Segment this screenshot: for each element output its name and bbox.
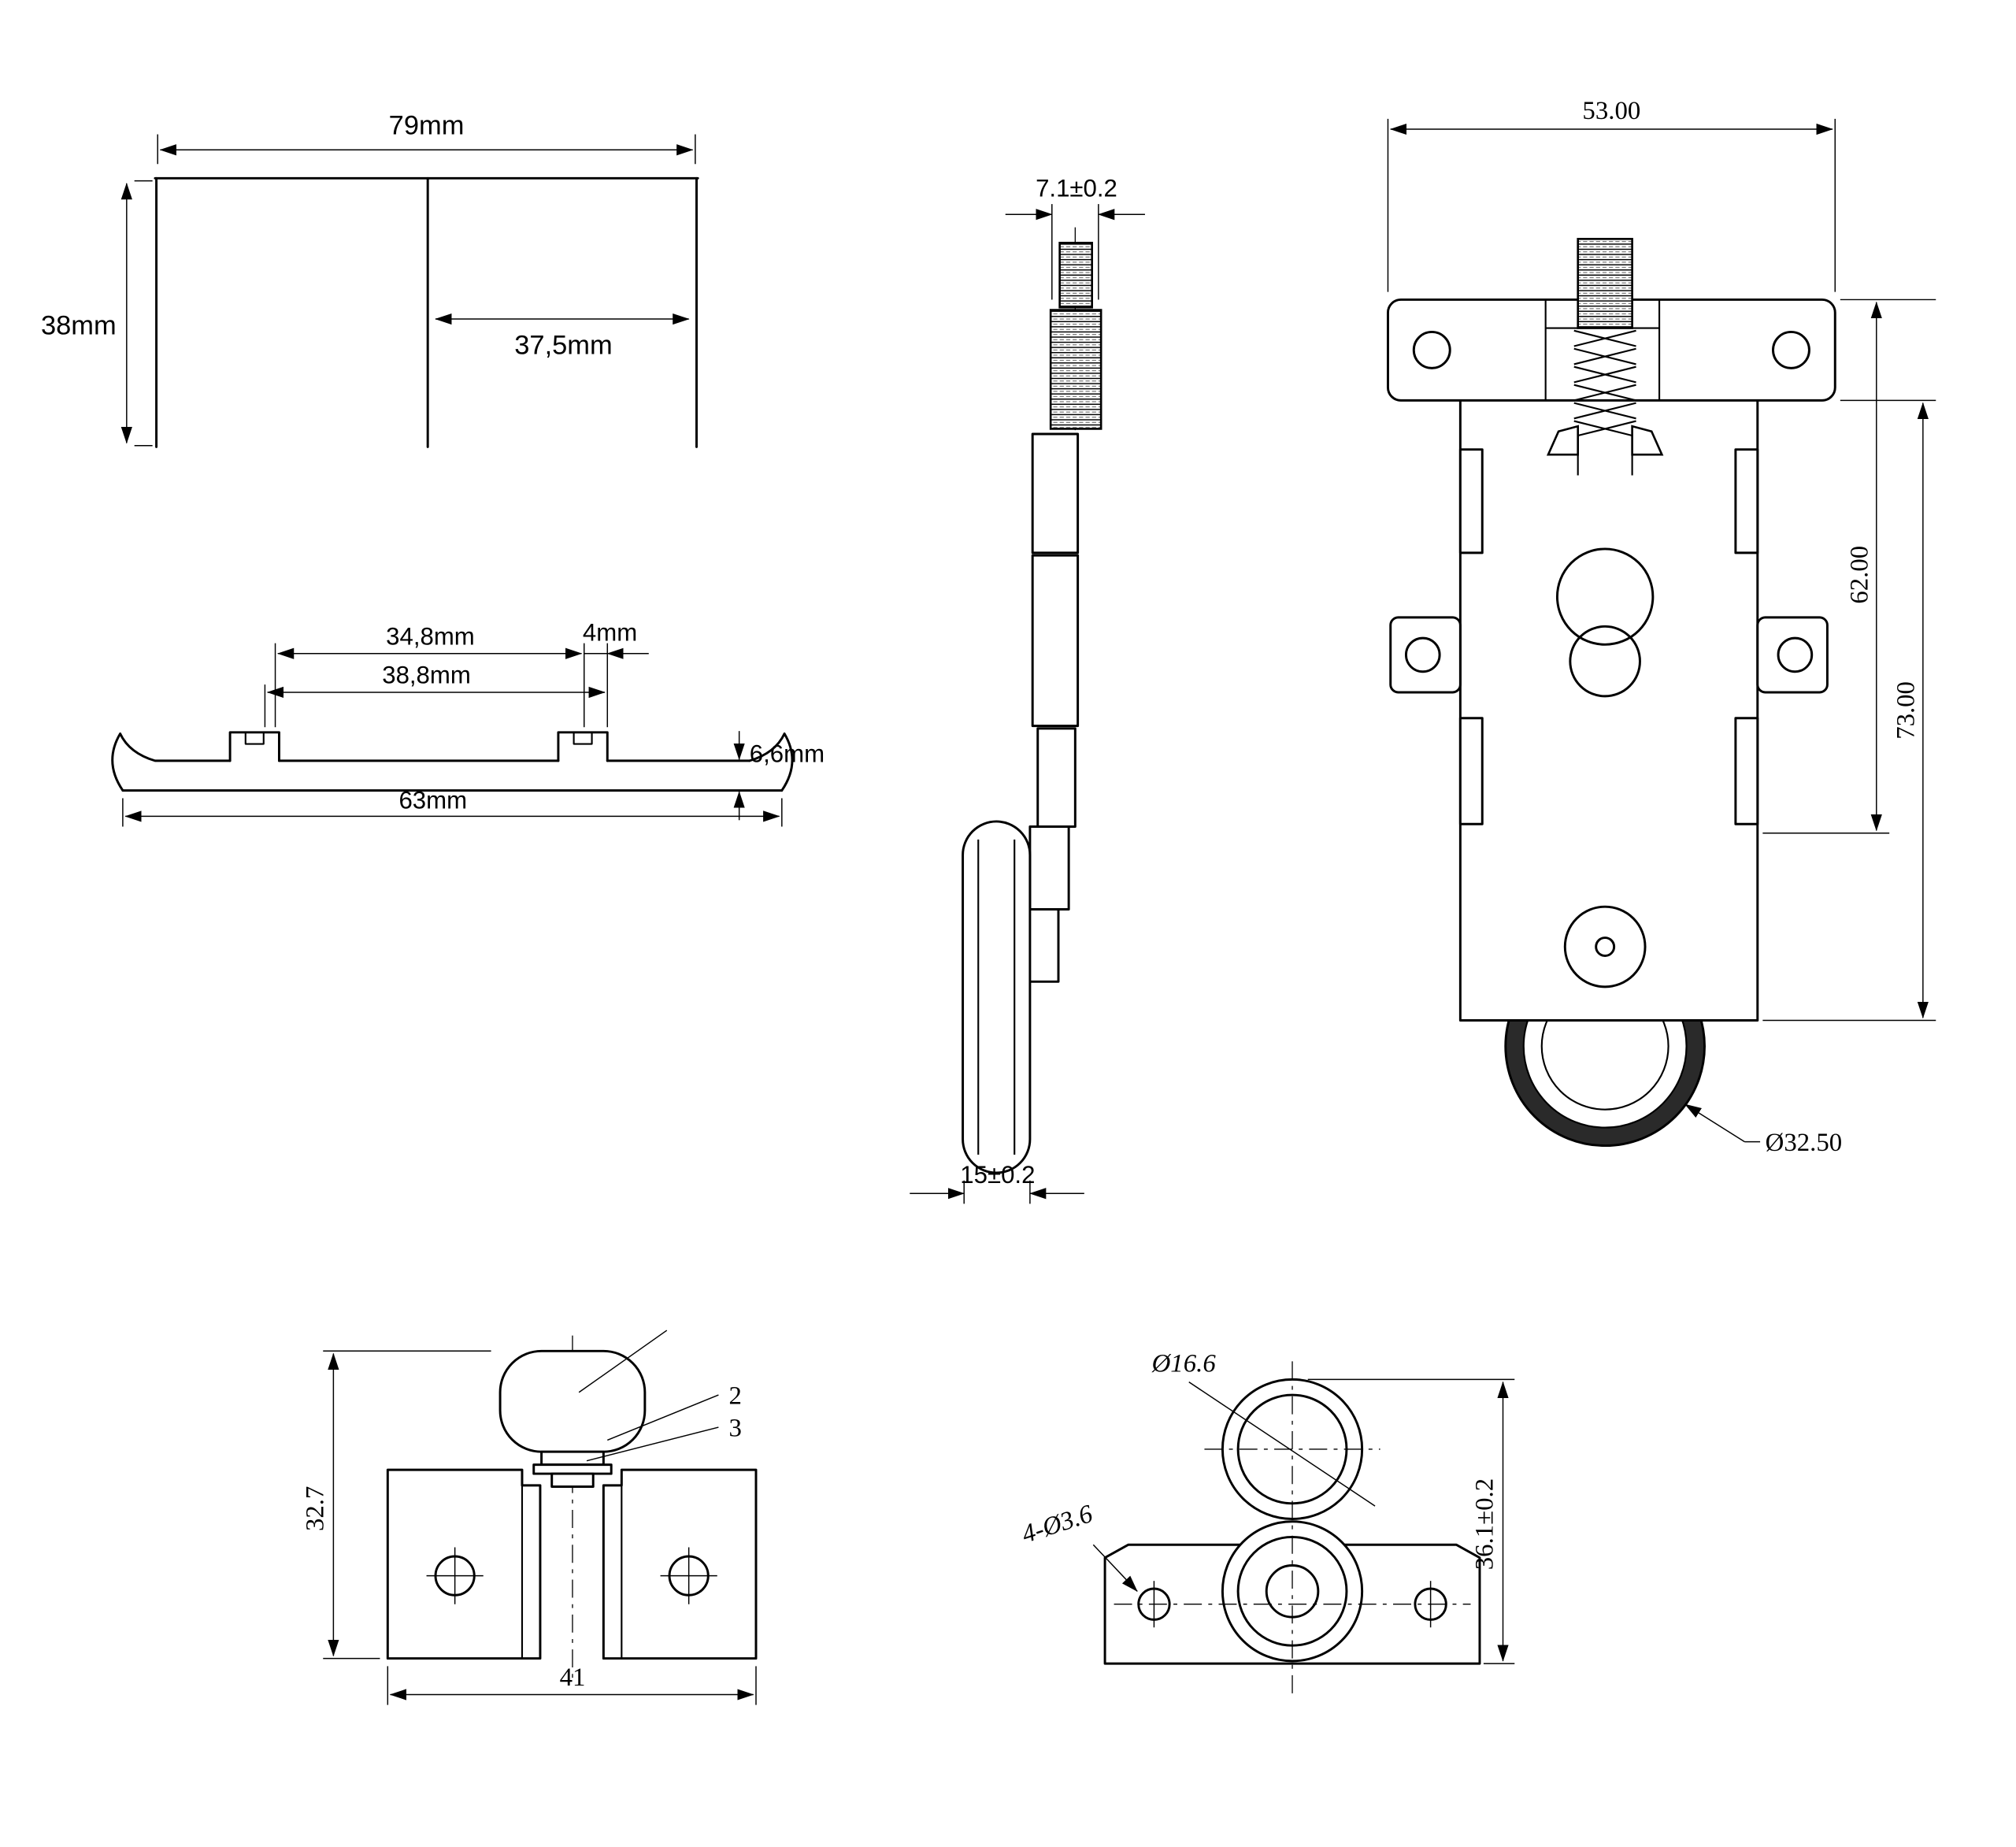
threaded-body (1049, 309, 1102, 430)
threaded-stud (1058, 241, 1093, 309)
bottom-guide-drawing: 2 3 32.7 41 (301, 1330, 758, 1705)
u-profile-outline (154, 176, 699, 448)
guide-width-label: 41 (560, 1663, 586, 1692)
bracket-foot (1028, 825, 1070, 911)
bracket-plate-mid (1031, 554, 1080, 728)
guide-callout-3-label: 3 (729, 1415, 742, 1443)
bottom-track-height-dimension: 6,6mm (733, 731, 825, 821)
nut-left (1546, 425, 1580, 456)
roller-side-wheel-label: 15±0.2 (960, 1161, 1035, 1189)
u-profile-width-label: 79mm (389, 111, 465, 141)
wheel-diameter-label: Ø32.50 (1766, 1129, 1843, 1157)
body-slots (1458, 448, 1759, 825)
bottom-track-outline (111, 731, 794, 792)
u-profile-inner-label: 37,5mm (514, 330, 612, 360)
bottom-track-rail-width-label: 4mm (583, 618, 637, 646)
guide-wheel (498, 1349, 647, 1453)
u-profile-drawing: 79mm 38mm 37,5mm (41, 111, 699, 448)
axle (1563, 905, 1647, 988)
bottom-track-slot-span-dimension: 38,8mm (264, 661, 606, 728)
bracket-plate-lower (1036, 727, 1077, 828)
bottom-track-total-width-dimension: 63mm (122, 787, 783, 827)
guide-width-dimension: 41 (387, 1663, 757, 1705)
front-height-dimensions: 62.00 73.00 (1762, 299, 1936, 1022)
guide-height-label: 32.7 (301, 1486, 329, 1531)
wheel-diameter-callout: Ø32.50 (1684, 1103, 1843, 1157)
double-roller-screw-holes (1137, 1581, 1447, 1628)
roller-side-stud-dimension: 7.1±0.2 (1005, 174, 1145, 300)
tab-hole-left (1404, 636, 1441, 673)
bottom-track-drawing: 34,8mm 4mm 38,8mm 6,6mm 63mm (111, 618, 825, 827)
roller-side-stud-label: 7.1±0.2 (1036, 174, 1117, 202)
u-profile-width-dimension: 79mm (157, 111, 696, 165)
keyhole-slot (1555, 547, 1655, 698)
plate-hole-right (1772, 330, 1810, 369)
double-roller-height-label: 36.1±0.2 (1470, 1478, 1499, 1570)
front-overall-height-label: 73.00 (1892, 681, 1920, 740)
u-profile-height-dimension: 38mm (41, 180, 153, 447)
roller-side-body (962, 241, 1102, 1174)
u-profile-height-label: 38mm (41, 311, 117, 341)
guide-callout-3: 3 (586, 1415, 742, 1462)
bottom-track-height-label: 6,6mm (750, 740, 825, 768)
guide-height-dimension: 32.7 (301, 1350, 491, 1660)
guide-brackets (386, 1468, 758, 1660)
u-profile-inner-dimension: 37,5mm (435, 313, 690, 360)
guide-wheel-leader (578, 1330, 668, 1393)
wheel-side (962, 820, 1032, 1174)
roller-body (1458, 396, 1759, 1022)
roller-front-drawing: 53.00 62.00 73.00 Ø32.50 (1386, 97, 1936, 1157)
spring-coil (1573, 329, 1636, 438)
front-plate-width-label: 53.00 (1582, 97, 1640, 125)
front-plate-width-dimension: 53.00 (1387, 97, 1836, 292)
plate-hole-left (1412, 330, 1451, 369)
bottom-track-total-width-label: 63mm (398, 787, 467, 814)
roller-side-drawing: 7.1±0.2 15±0.2 (910, 174, 1145, 1204)
bottom-track-rail-width-dimension: 4mm (583, 618, 649, 659)
roller-diameter-label: Ø16.6 (1151, 1350, 1217, 1378)
nut-right (1631, 425, 1664, 456)
guide-washer-stack (532, 1450, 613, 1488)
tab-hole-right (1777, 636, 1814, 673)
front-body-height-label: 62.00 (1845, 546, 1873, 604)
bracket-plate-upper (1031, 432, 1080, 554)
bottom-track-rail-span-label: 34,8mm (386, 622, 475, 650)
adjustment-bolt (1546, 238, 1664, 476)
guide-callout-2: 2 (607, 1382, 742, 1441)
double-roller-height-dimension: 36.1±0.2 (1307, 1378, 1515, 1664)
bottom-track-slot-span-label: 38,8mm (382, 661, 471, 688)
side-tabs (1389, 616, 1829, 694)
roller-diameter-callout: Ø16.6 (1151, 1350, 1376, 1507)
double-roller-drawing: Ø16.6 4-Ø3.6 36.1±0.2 (1018, 1350, 1515, 1695)
roller-side-wheel-dimension: 15±0.2 (910, 1161, 1084, 1204)
bottom-track-rail-span-dimension: 34,8mm (274, 622, 609, 728)
guide-callout-2-label: 2 (729, 1382, 742, 1411)
